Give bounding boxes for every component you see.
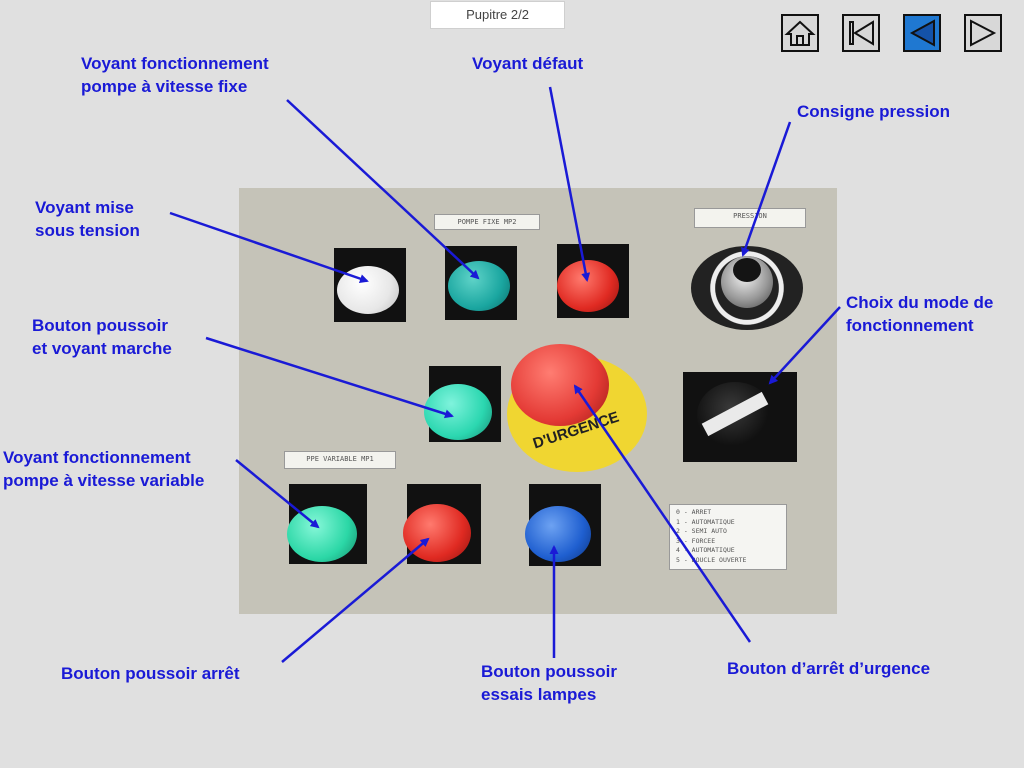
label-line: sous tension <box>35 221 140 240</box>
label-voyant-pompe-fixe: Voyant fonctionnement pompe à vitesse fi… <box>81 52 269 98</box>
placard-pression: PRESSION <box>694 208 806 228</box>
label-consigne-pression: Consigne pression <box>797 102 951 121</box>
arrow-marche <box>205 336 454 419</box>
label-bouton-essais: Bouton poussoir essais lampes <box>481 660 617 706</box>
arrow-defaut <box>548 86 591 282</box>
label-line: Voyant fonctionnement <box>81 54 269 73</box>
page-title: Pupitre 2/2 <box>430 1 565 29</box>
lamp-defaut <box>557 260 619 312</box>
arrow-arret <box>281 537 430 663</box>
label-line: et voyant marche <box>32 339 172 358</box>
pressure-knob-top <box>733 258 761 282</box>
mode-list-item: 2 - SEMI AUTO <box>676 527 727 535</box>
placard-pompe-variable: PPE VARIABLE MP1 <box>284 451 396 469</box>
label-line: essais lampes <box>481 685 597 704</box>
label-line: Voyant mise <box>35 198 134 217</box>
mode-list-item: 5 - BOUCLE OUVERTE <box>676 555 747 564</box>
label-line: pompe à vitesse fixe <box>81 77 248 96</box>
mode-list-item: 0 - ARRET <box>676 508 712 516</box>
label-voyant-defaut: Voyant défaut <box>472 54 584 73</box>
label-line: fonctionnement <box>846 316 974 335</box>
label-line: Choix du mode de <box>846 293 994 312</box>
lamp-pompe-fixe <box>448 261 510 311</box>
arrow-mise-sous-tension <box>169 211 369 283</box>
arrow-consigne-pression <box>741 121 792 257</box>
label-bouton-urgence: Bouton d’arrêt d’urgence <box>727 659 931 678</box>
label-voyant-mise-sous-tension: Voyant mise sous tension <box>35 196 140 242</box>
label-line: Bouton poussoir <box>481 662 617 681</box>
home-icon <box>784 20 816 46</box>
arrow-urgence <box>573 384 752 643</box>
button-arret <box>403 504 471 562</box>
first-button[interactable] <box>842 14 880 52</box>
mode-list-item: 3 - FORCEE <box>676 536 716 545</box>
label-choix-mode: Choix du mode de fonctionnement <box>846 291 993 337</box>
next-button[interactable] <box>964 14 1002 52</box>
label-bouton-marche: Bouton poussoir et voyant marche <box>32 314 172 360</box>
mode-list-item: 4 - AUTOMATIQUE <box>676 546 735 554</box>
label-line: pompe à vitesse variable <box>3 471 205 490</box>
arrow-pompe-fixe <box>286 99 480 280</box>
label-line: Voyant fonctionnement <box>3 448 191 467</box>
home-button[interactable] <box>781 14 819 52</box>
previous-button[interactable] <box>903 14 941 52</box>
placard-pompe-fixe: POMPE FIXE MP2 <box>434 214 540 230</box>
label-bouton-arret: Bouton poussoir arrêt <box>61 664 240 683</box>
label-line: Bouton poussoir <box>32 316 168 335</box>
previous-icon <box>909 19 935 47</box>
label-voyant-pompe-variable: Voyant fonctionnement pompe à vitesse va… <box>3 446 204 492</box>
mode-list-item: 1 - AUTOMATIQUE <box>676 517 735 526</box>
skip-first-icon <box>849 20 874 46</box>
lamp-pompe-variable <box>287 506 357 562</box>
arrow-choix-mode <box>768 306 841 385</box>
mode-list-placard: 0 - ARRET 1 - AUTOMATIQUE 2 - SEMI AUTO … <box>669 504 787 570</box>
next-icon <box>970 19 997 47</box>
arrow-pompe-variable <box>235 459 320 529</box>
